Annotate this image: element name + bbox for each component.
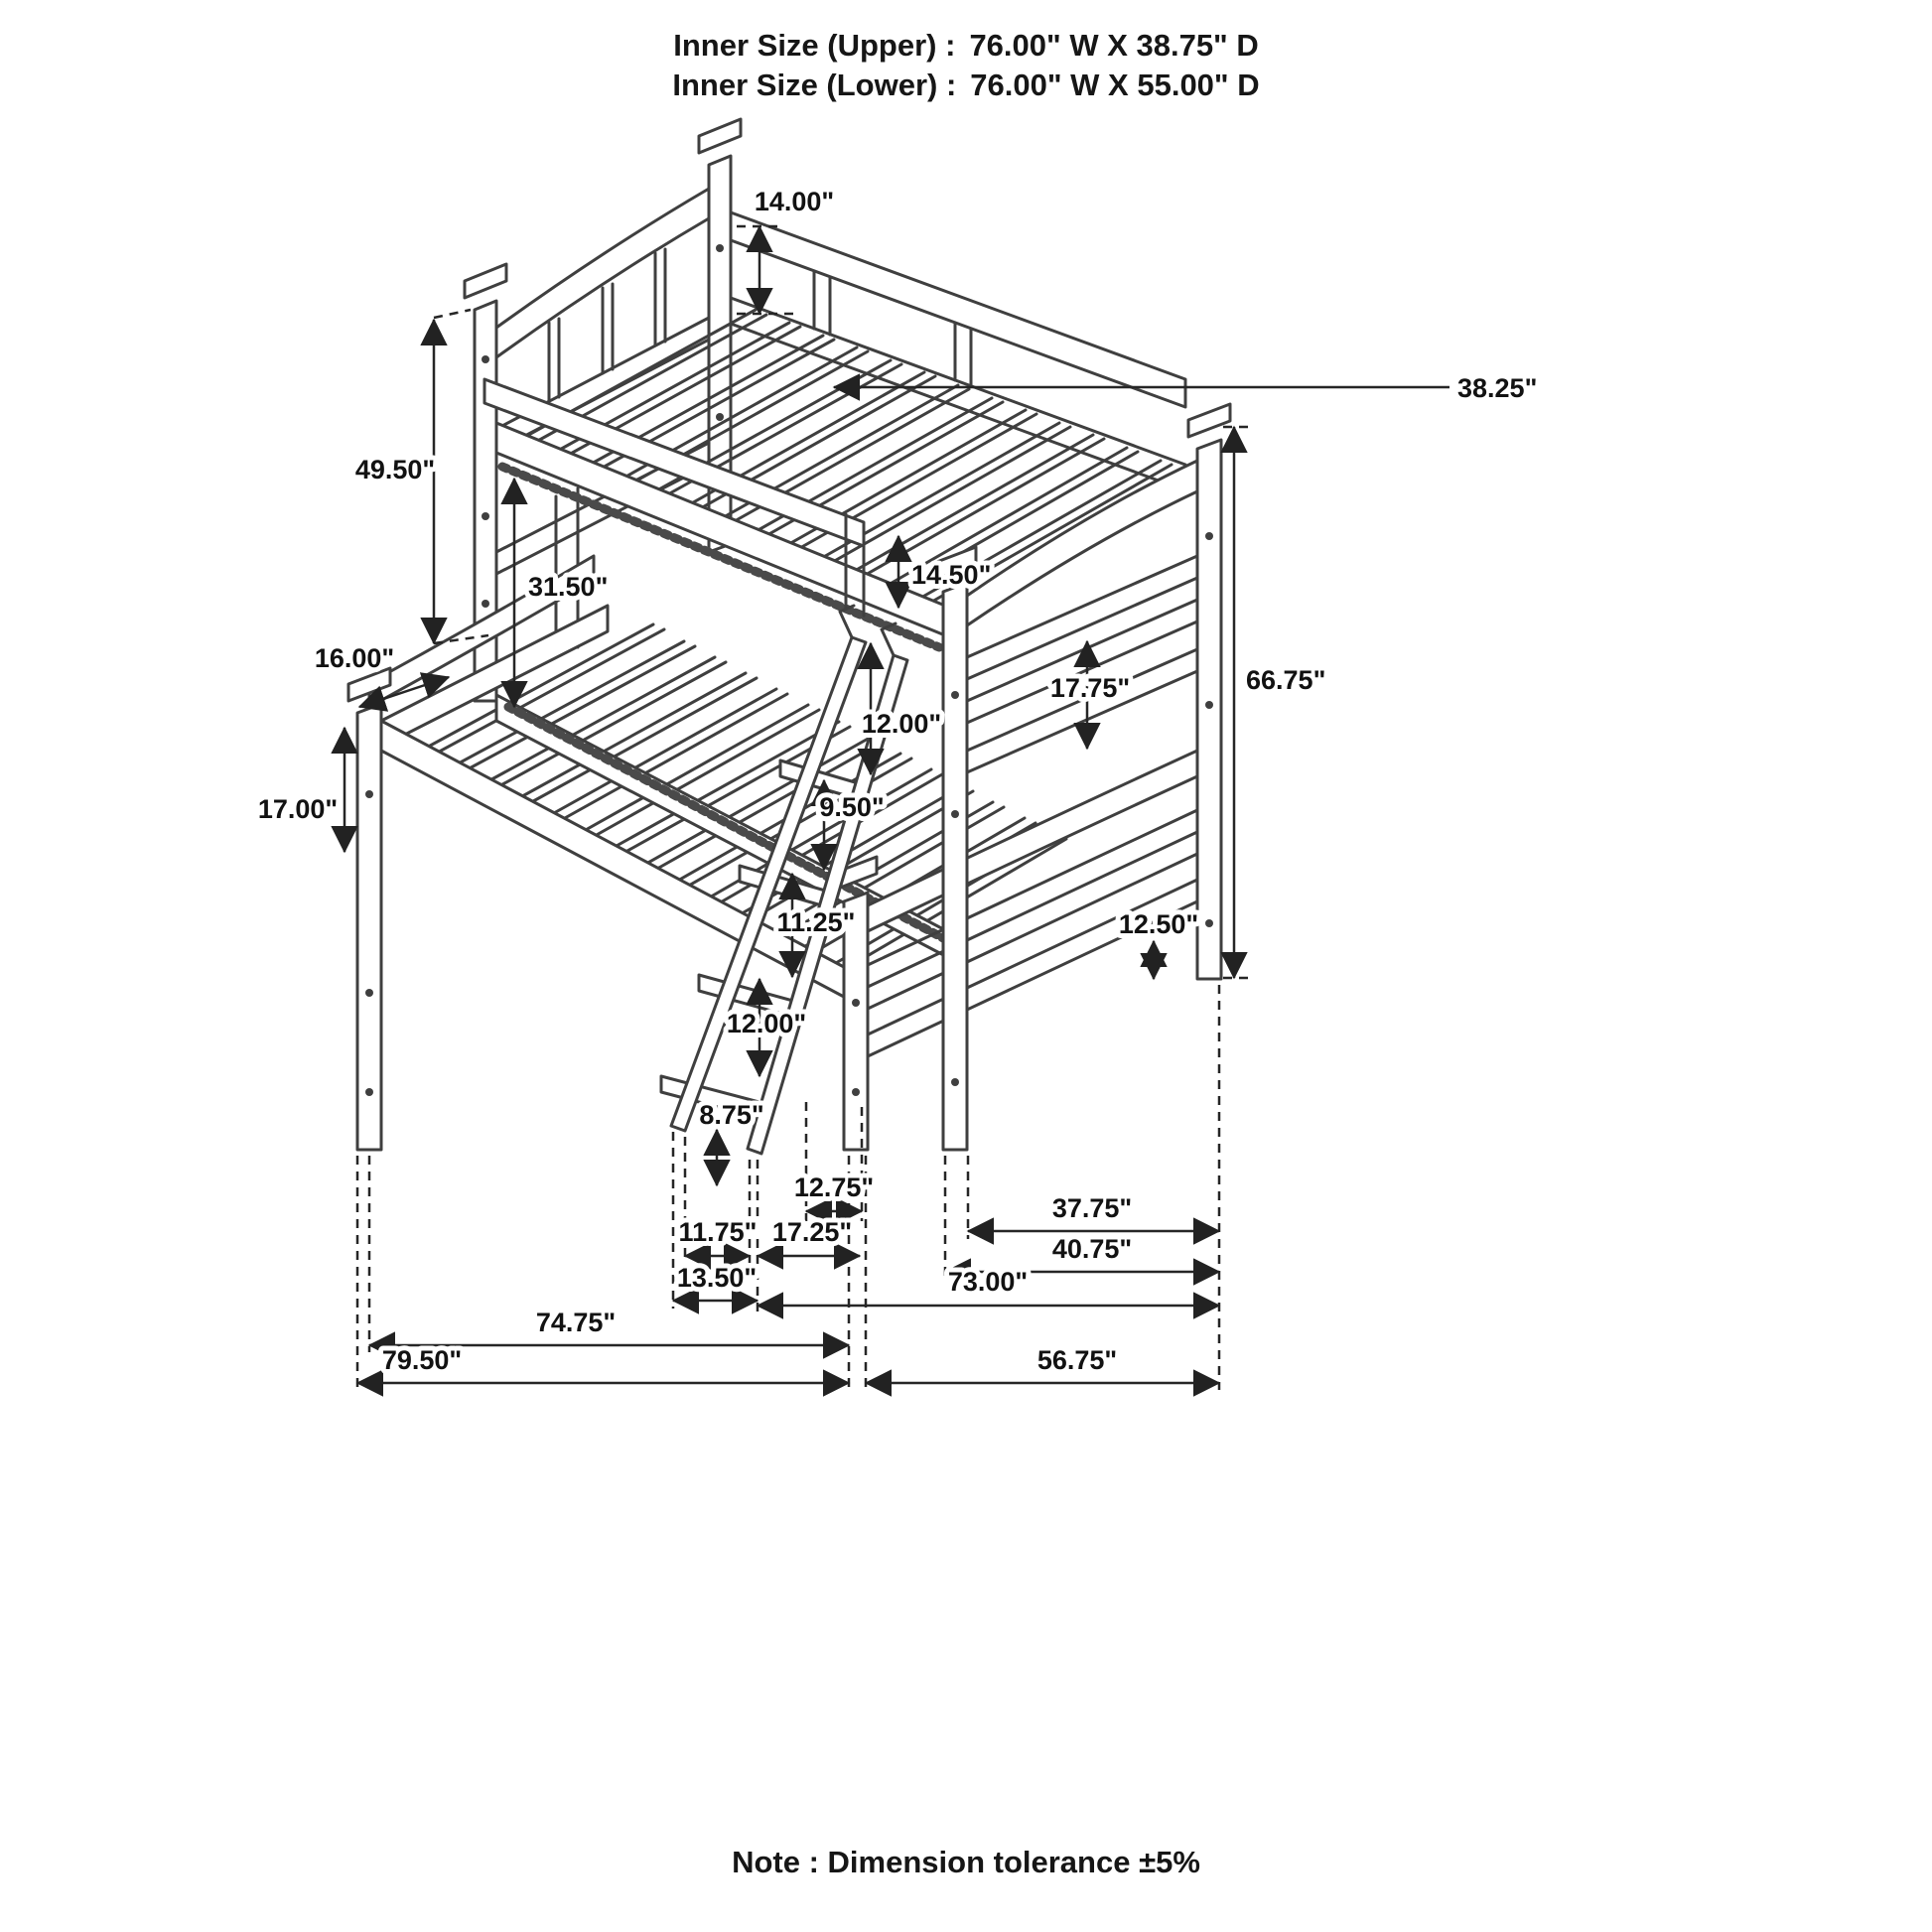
foot-near-post	[932, 545, 978, 1152]
inner-size-upper-line: Inner Size (Upper) : 76.00" W X 38.75" D	[0, 26, 1932, 66]
inner-size-lower-value: 76.00" W X 55.00" D	[970, 68, 1260, 102]
dim-foot-rail: 12.50"	[1119, 909, 1198, 939]
dim-upper-clearance: 31.50"	[528, 572, 608, 602]
dimension-lines	[331, 224, 1449, 1397]
lower-footboard	[833, 749, 1199, 1152]
dim-ladder-foot-inner: 11.75"	[679, 1217, 758, 1247]
dim-overall-front: 79.50"	[382, 1345, 462, 1375]
inner-size-upper-label: Inner Size (Upper) :	[673, 28, 956, 63]
dim-ladder-mid-spacing: 9.50"	[819, 792, 884, 822]
dim-ladder-top-spacing: 12.00"	[862, 709, 941, 739]
dim-upper-depth-inner: 38.25"	[1457, 373, 1537, 403]
dimension-annotations	[331, 224, 1449, 1397]
dim-upper-rail-height: 49.50"	[355, 455, 435, 484]
dim-bottom-step: 8.75"	[699, 1100, 763, 1130]
dim-guard-height: 14.50"	[911, 560, 991, 590]
dim-lower-leg: 17.00"	[258, 794, 338, 824]
dimension-labels: 14.00" 38.25" 49.50" 31.50" 14.50" 66.75…	[253, 182, 1543, 1380]
upper-footboard	[965, 459, 1199, 774]
inner-size-lower-label: Inner Size (Lower) :	[672, 68, 957, 102]
dim-overall-height: 66.75"	[1246, 665, 1325, 695]
dim-ladder-bottom-spacing: 12.00"	[727, 1009, 806, 1038]
inner-size-upper-value: 76.00" W X 38.75" D	[969, 28, 1259, 63]
inner-size-lower-line: Inner Size (Lower) : 76.00" W X 55.00" D	[0, 66, 1932, 105]
dim-ladder-feet-span: 13.50"	[677, 1263, 757, 1293]
dim-foot-outer: 40.75"	[1052, 1234, 1132, 1264]
dim-bunk-gap: 17.75"	[1050, 673, 1130, 703]
dim-lower-span: 73.00"	[948, 1267, 1028, 1297]
dim-lower-front-span: 74.75"	[536, 1308, 616, 1337]
dim-ladder-lower-spacing: 11.25"	[777, 907, 856, 937]
dim-foot-inner: 37.75"	[1052, 1193, 1132, 1223]
dim-front-extension: 16.00"	[315, 643, 394, 673]
dim-ladder-to-post: 17.25"	[772, 1217, 852, 1247]
dim-headboard-top: 14.00"	[755, 187, 834, 216]
inner-size-header: Inner Size (Upper) :76.00" W X 38.75" D …	[0, 26, 1932, 105]
tolerance-note: Note : Dimension tolerance ±5%	[732, 1845, 1200, 1879]
dim-step-depth: 12.75"	[794, 1173, 874, 1202]
upper-slats	[521, 308, 1173, 605]
post-bolts	[365, 244, 1213, 1096]
dim-upper-span: 56.75"	[1037, 1345, 1117, 1375]
bed-drawing	[346, 117, 1232, 1156]
